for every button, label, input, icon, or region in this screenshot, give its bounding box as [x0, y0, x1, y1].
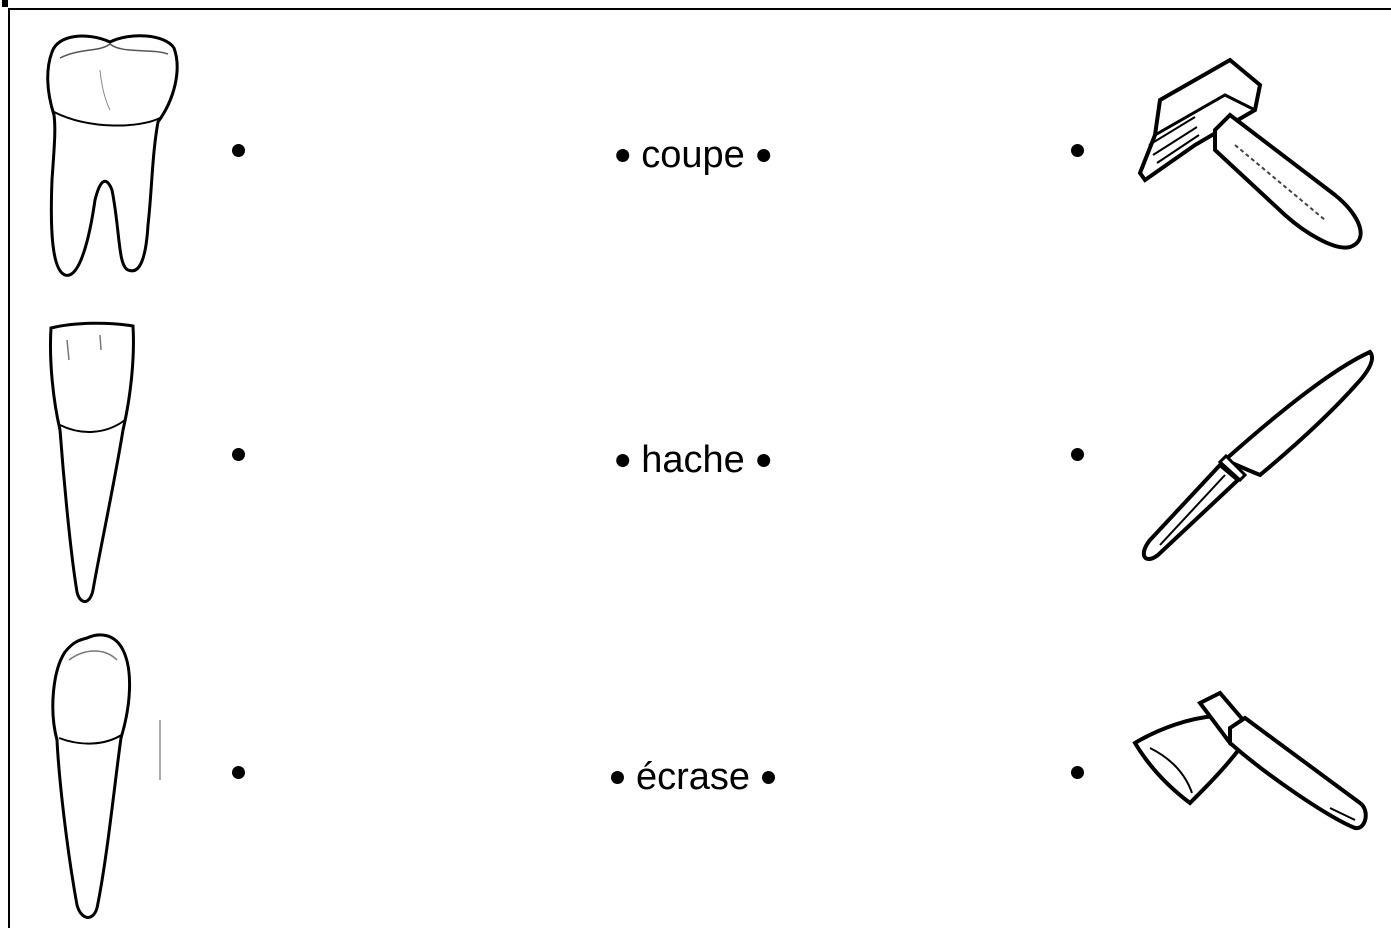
incisor-icon — [45, 320, 140, 610]
connect-dot-word-right[interactable] — [757, 149, 770, 162]
word-label: écrase — [636, 757, 750, 797]
connect-dot-word-right[interactable] — [757, 454, 770, 467]
connect-dot-word-left[interactable] — [616, 454, 629, 467]
canine-icon — [45, 630, 165, 925]
connect-dot-right[interactable] — [1071, 448, 1084, 461]
word-item: écrase — [611, 757, 775, 797]
connect-dot-word-right[interactable] — [762, 771, 775, 784]
connect-dot-word-left[interactable] — [616, 149, 629, 162]
connect-dot-left[interactable] — [232, 766, 245, 779]
word-item: hache — [616, 440, 770, 480]
connect-dot-right[interactable] — [1071, 144, 1084, 157]
connect-dot-right[interactable] — [1071, 766, 1084, 779]
corner-mark — [2, 0, 8, 7]
connect-dot-left[interactable] — [232, 144, 245, 157]
axe-icon — [1130, 688, 1380, 848]
molar-icon — [40, 30, 190, 285]
word-item: coupe — [616, 135, 770, 175]
knife-icon — [1130, 350, 1380, 570]
word-label: hache — [641, 440, 745, 480]
connect-dot-left[interactable] — [232, 448, 245, 461]
word-label: coupe — [641, 135, 745, 175]
connect-dot-word-left[interactable] — [611, 771, 624, 784]
hammer-icon — [1135, 55, 1375, 255]
